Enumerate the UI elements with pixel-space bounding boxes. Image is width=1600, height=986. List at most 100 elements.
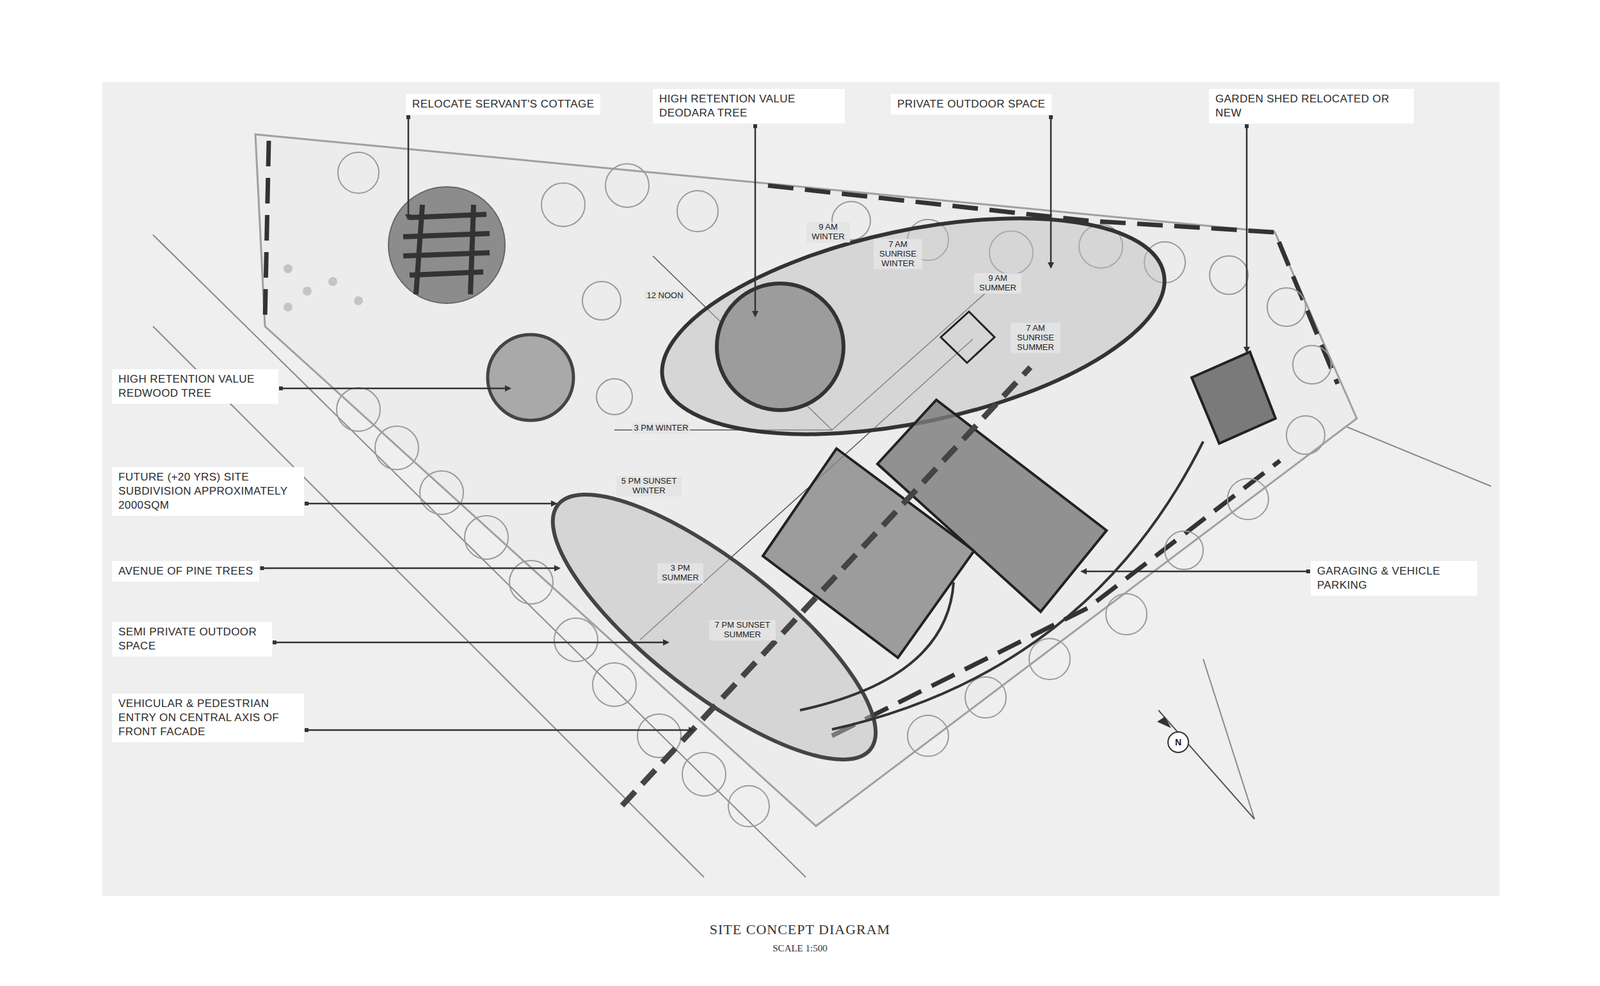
north-needle — [1158, 710, 1255, 820]
tree-symbol — [1209, 256, 1248, 295]
tree-symbol — [965, 677, 1007, 719]
tree-symbol — [1105, 593, 1147, 635]
callout-box: SEMI PRIVATE OUTDOOR SPACE — [112, 622, 272, 657]
tree-symbol — [1267, 288, 1306, 327]
callout-text: FUTURE (+20 YRS) SITE SUBDIVISION APPROX… — [118, 470, 298, 513]
redwood-tree — [487, 334, 574, 421]
tree-symbol — [728, 785, 770, 827]
leader-line — [754, 126, 757, 317]
callout-box: AVENUE OF PINE TREES — [112, 561, 260, 582]
tree-symbol — [605, 163, 649, 208]
tree-symbol — [682, 752, 726, 797]
leader-start — [272, 640, 277, 645]
hatch — [416, 204, 423, 295]
leader-line — [274, 641, 669, 644]
tree-symbol — [419, 471, 464, 515]
leader-start — [279, 386, 283, 391]
callout-box: GARDEN SHED RELOCATED OR NEW — [1208, 88, 1414, 124]
dot — [283, 302, 293, 312]
sun-time-label: 12 NOON — [644, 290, 685, 302]
leader-start — [406, 115, 411, 120]
leader-start — [1048, 115, 1053, 120]
tree-symbol — [596, 378, 633, 415]
north-circle — [1168, 732, 1189, 753]
leader-start — [1244, 124, 1249, 128]
tree-symbol — [1286, 416, 1325, 455]
sun-time-label: 3 PM SUMMER — [657, 563, 704, 584]
callout-box: HIGH RETENTION VALUE DEODARA TREE — [652, 88, 845, 124]
tree-symbol — [677, 190, 719, 232]
tree-symbol — [1227, 478, 1269, 520]
central-axis — [622, 367, 1031, 806]
leader-line — [1050, 117, 1053, 268]
sun-time-label: 7 PM SUNSET SUMMER — [709, 620, 776, 641]
callout-text: VEHICULAR & PEDESTRIAN ENTRY ON CENTRAL … — [118, 696, 298, 740]
dot — [353, 296, 363, 306]
tree-symbol — [1029, 638, 1071, 680]
leader-start — [259, 566, 264, 571]
garden-shed — [1191, 352, 1276, 444]
diagram-title: SITE CONCEPT DIAGRAM — [0, 921, 1600, 939]
leader-start — [753, 124, 758, 128]
tree-symbol — [375, 426, 419, 470]
cottage-hatching — [403, 204, 490, 295]
callout-box: GARAGING & VEHICLE PARKING — [1310, 561, 1478, 596]
north-arrow — [1157, 710, 1255, 820]
leader-line — [1081, 570, 1309, 573]
circulation-arrows — [800, 441, 1204, 730]
leader-line — [407, 117, 410, 220]
tree-symbol — [1292, 345, 1332, 384]
sun-time-label: 3 PM WINTER — [631, 423, 690, 434]
paper — [102, 81, 1500, 896]
callout-box: FUTURE (+20 YRS) SITE SUBDIVISION APPROX… — [112, 467, 304, 516]
diagram-caption: SCALE 1:500 — [0, 943, 1600, 955]
deodara-tree — [716, 283, 844, 411]
sun-time-label: 7 AM SUNRISE WINTER — [873, 239, 923, 270]
tree-symbol — [1164, 531, 1204, 570]
callout-box: VEHICULAR & PEDESTRIAN ENTRY ON CENTRAL … — [112, 693, 304, 743]
tree-symbol — [554, 618, 598, 662]
tree-symbol — [337, 152, 379, 194]
drive-arrow — [832, 441, 1204, 730]
tree-symbol — [541, 183, 585, 227]
leader-line — [1246, 126, 1248, 352]
callout-text: HIGH RETENTION VALUE REDWOOD TREE — [118, 372, 272, 401]
sun-time-label: 9 AM SUMMER — [974, 273, 1022, 294]
trees — [336, 152, 1332, 827]
leader-start — [304, 501, 309, 506]
callout-box: RELOCATE SERVANT'S COTTAGE — [405, 94, 601, 115]
tree-symbol — [336, 387, 381, 432]
north-head — [1157, 716, 1172, 729]
callout-box: PRIVATE OUTDOOR SPACE — [890, 94, 1052, 115]
sun-time-label: 9 AM WINTER — [806, 222, 850, 243]
callout-text: GARAGING & VEHICLE PARKING — [1317, 564, 1471, 593]
site-line — [1203, 659, 1255, 820]
sketch-line — [264, 140, 269, 320]
sun-time-label: 5 PM SUNSET WINTER — [616, 476, 682, 497]
tree-symbol — [509, 560, 553, 605]
tree-symbol — [907, 715, 949, 757]
sun-time-label: 7 AM SUNRISE SUMMER — [1010, 323, 1061, 354]
callout-text: SEMI PRIVATE OUTDOOR SPACE — [118, 625, 266, 654]
dot — [302, 286, 312, 296]
leader-start — [1306, 569, 1311, 574]
leader-line — [306, 729, 694, 732]
callout-box: HIGH RETENTION VALUE REDWOOD TREE — [112, 369, 279, 404]
leader-line — [261, 567, 560, 570]
tree-symbol — [592, 663, 637, 707]
callout-text: PRIVATE OUTDOOR SPACE — [897, 97, 1046, 112]
tree-symbol — [464, 515, 509, 560]
garage-footprint — [877, 400, 1107, 612]
callout-text: HIGH RETENTION VALUE DEODARA TREE — [659, 92, 839, 121]
leader-start — [304, 728, 309, 733]
servants-cottage — [388, 186, 505, 304]
tree-symbol — [582, 281, 621, 320]
callout-text: RELOCATE SERVANT'S COTTAGE — [412, 97, 594, 112]
drive-arrow — [800, 582, 954, 711]
callout-text: GARDEN SHED RELOCATED OR NEW — [1215, 92, 1408, 121]
small-structure — [940, 311, 995, 363]
hatch — [403, 233, 490, 237]
hatch — [470, 204, 474, 295]
hatch — [403, 252, 490, 256]
